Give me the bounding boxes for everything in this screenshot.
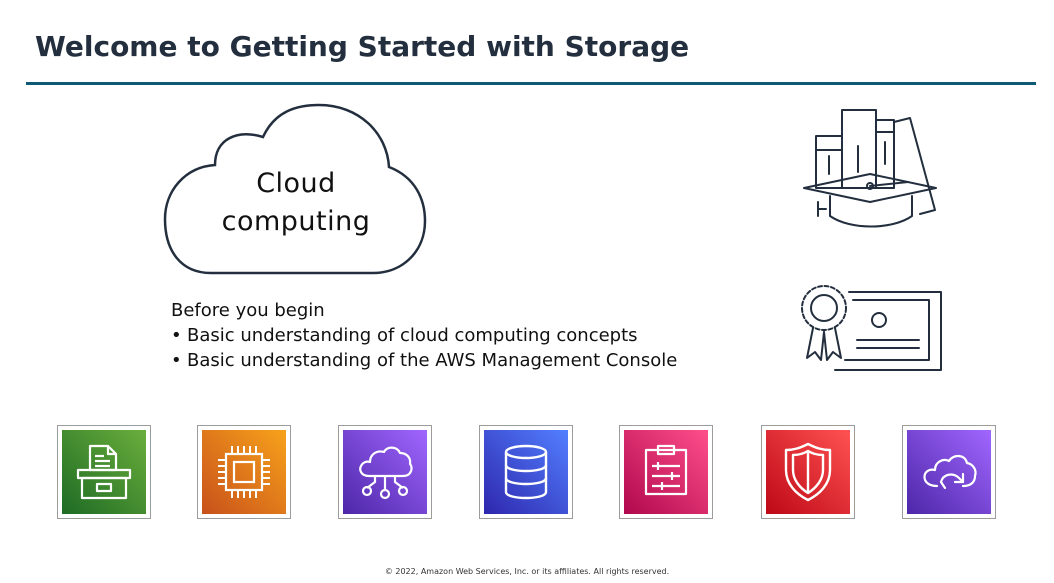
migration-cloud-arrow-icon [907,430,991,514]
cloud-outline-icon [163,103,427,275]
cloud-label-line2: computing [221,206,371,237]
title-divider [26,82,1036,85]
books-graduation-cap-icon [803,109,937,228]
service-tile-networking [338,425,432,519]
cloud-label: Cloud computing [163,165,429,241]
service-tile-migration [902,425,996,519]
service-tile-compute [197,425,291,519]
cloud-label-line1: Cloud [256,168,336,199]
copyright-footer: © 2022, Amazon Web Services, Inc. or its… [384,567,670,576]
certificate-icon [801,285,942,371]
prerequisites-heading: Before you begin [171,300,325,321]
compute-chip-icon [202,430,286,514]
networking-cloud-icon [343,430,427,514]
database-cylinder-icon [484,430,568,514]
security-shield-icon [766,430,850,514]
prerequisite-item: Basic understanding of the AWS Managemen… [171,348,677,373]
prerequisite-item: Basic understanding of cloud computing c… [171,323,677,348]
management-clipboard-icon [624,430,708,514]
service-tile-storage [57,425,151,519]
service-tile-management [619,425,713,519]
service-tile-database [479,425,573,519]
storage-file-cabinet-icon [62,430,146,514]
service-tile-security [761,425,855,519]
prerequisites-list: Basic understanding of cloud computing c… [171,323,677,373]
slide-title: Welcome to Getting Started with Storage [35,30,690,63]
prerequisites: Before you begin Basic understanding of … [171,298,677,373]
